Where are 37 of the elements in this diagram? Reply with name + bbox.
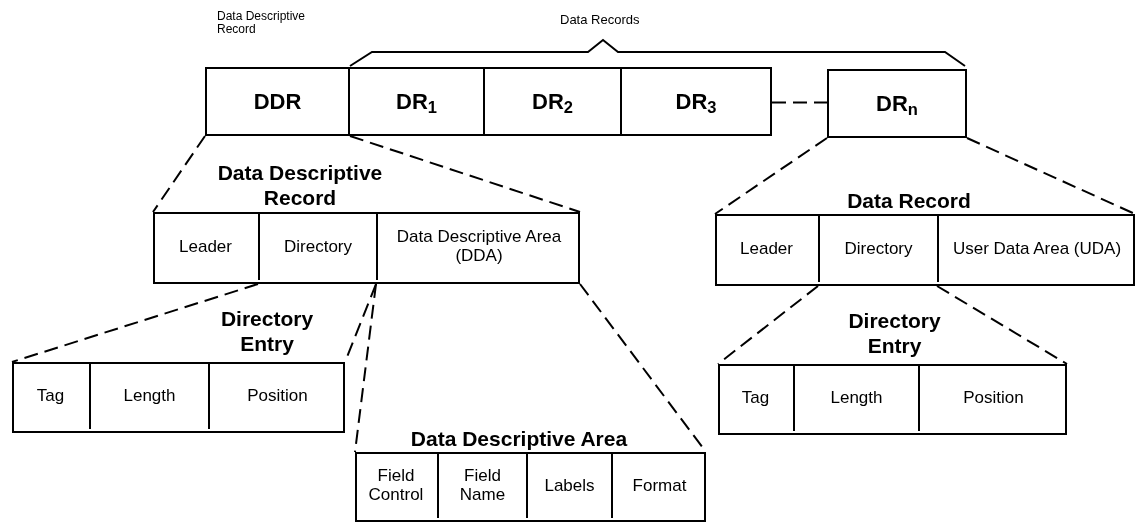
section-heading: Directory Entry	[219, 306, 315, 356]
field-cell: Field Name	[437, 452, 526, 518]
field-cell: Tag	[12, 362, 89, 429]
field-cell: DR$_{2}$	[483, 67, 622, 136]
field-cell: Leader	[153, 212, 258, 280]
field-cell: Length	[793, 364, 918, 431]
field-cell: Directory	[258, 212, 376, 280]
dashed-line	[354, 283, 377, 453]
caption-label: Data Records	[560, 11, 640, 29]
field-cell: Field Control	[355, 452, 437, 518]
field-cell: Labels	[526, 452, 611, 518]
section-heading: Directory Entry	[847, 308, 942, 358]
field-cell: User Data Area (UDA)	[937, 214, 1135, 282]
field-cell: Data Descriptive Area (DDA)	[376, 212, 580, 280]
dashed-line	[349, 135, 581, 213]
field-cell: Position	[918, 364, 1067, 431]
section-heading: Data Descriptive Area	[409, 426, 629, 451]
dashed-line	[771, 101, 828, 104]
field-cell: DR$_{1}$	[348, 67, 485, 136]
dashed-line	[714, 137, 828, 215]
field-cell: Tag	[718, 364, 793, 431]
field-cell: Leader	[715, 214, 818, 282]
field-cell: DDR	[205, 67, 350, 136]
field-cell: DR$_{n}$	[827, 69, 967, 138]
field-cell: Directory	[818, 214, 937, 282]
dashed-line	[717, 285, 819, 365]
dashed-line	[11, 283, 259, 363]
dashed-line	[936, 285, 1068, 365]
caption-label: Data Descriptive Record	[217, 10, 307, 36]
section-heading: Data Record	[846, 188, 972, 213]
section-heading: Data Descriptive Record	[216, 160, 384, 210]
field-cell: DR$_{3}$	[620, 67, 772, 136]
dashed-line	[966, 137, 1136, 215]
dashed-line	[152, 135, 206, 213]
field-cell: Length	[89, 362, 208, 429]
field-cell: Format	[611, 452, 706, 518]
field-cell: Position	[208, 362, 345, 429]
